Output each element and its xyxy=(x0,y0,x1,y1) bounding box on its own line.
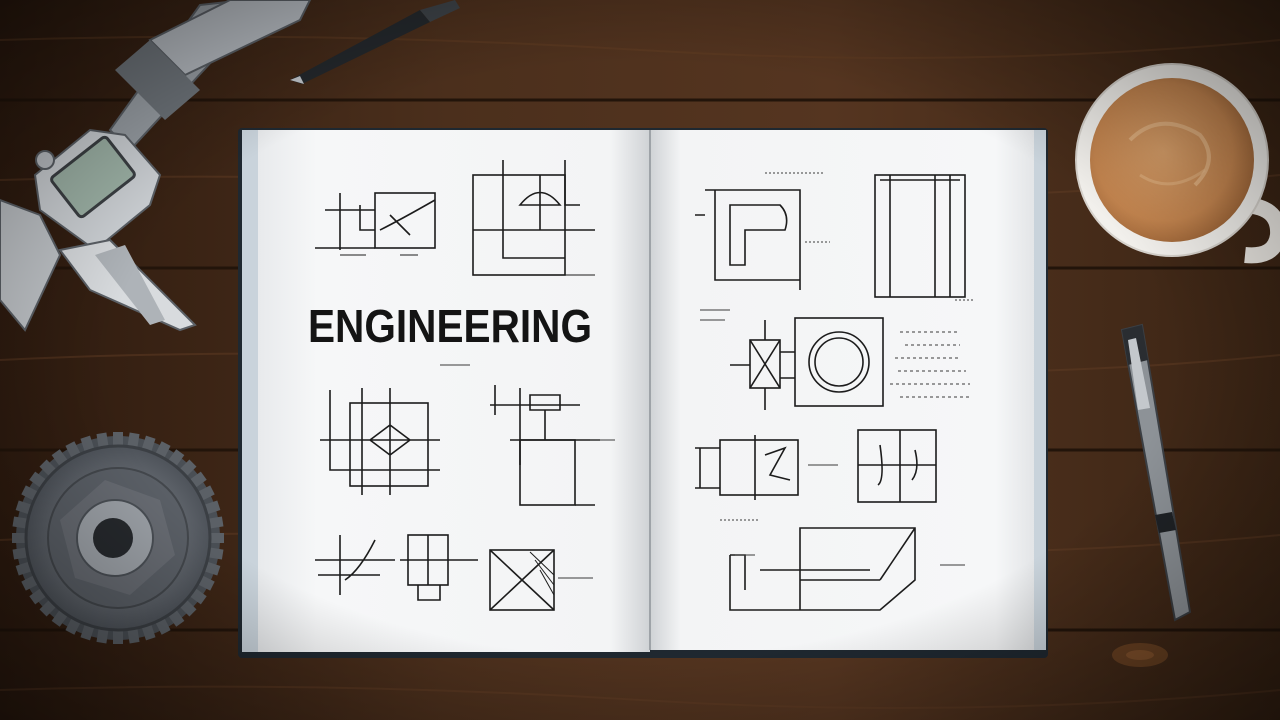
gear-icon xyxy=(12,432,224,644)
engineering-notebook: ENGINEERING xyxy=(238,128,1048,658)
left-page-title: ENGINEERING xyxy=(308,300,592,352)
